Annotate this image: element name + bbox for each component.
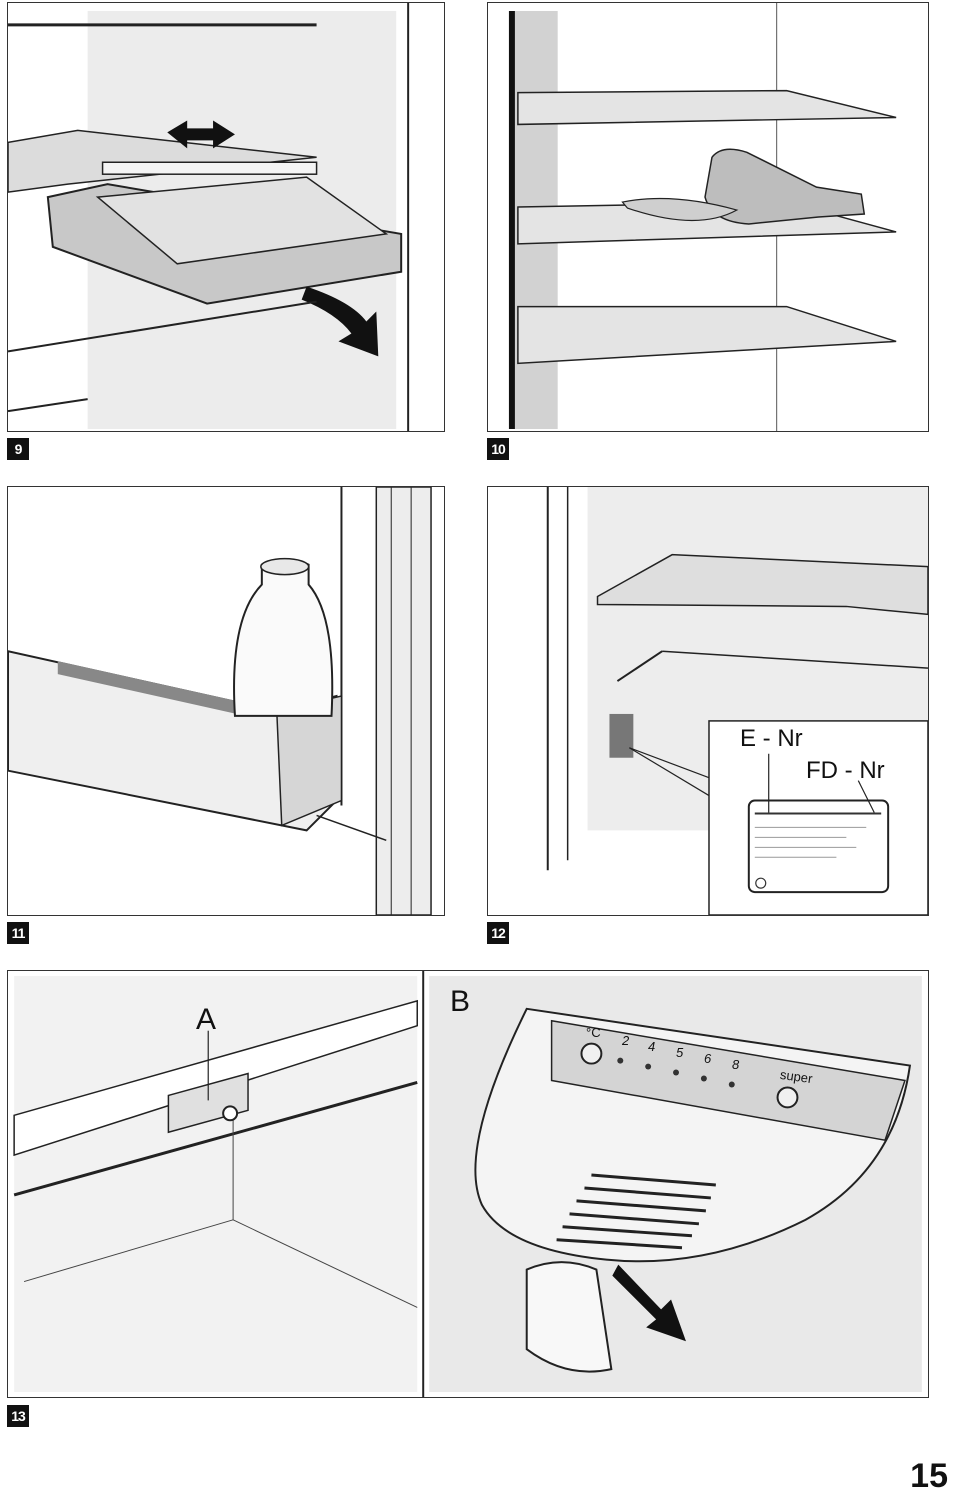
fd-nr-label: FD - Nr <box>806 757 885 784</box>
figure-12-illustration <box>546 487 928 915</box>
figure-number-12: 12 <box>487 922 509 944</box>
inner-corner-right <box>232 1219 418 1308</box>
door-bottom-line <box>316 814 387 842</box>
bottle-rack-icon <box>621 197 739 222</box>
e-nr-label: E - Nr <box>740 725 803 752</box>
bottle-cap <box>260 557 310 576</box>
super-button-icon[interactable] <box>776 1086 799 1109</box>
milk-bottle-icon <box>233 558 334 717</box>
wine-shelf-bottom <box>517 305 897 365</box>
figure-number-13: 13 <box>7 1405 29 1427</box>
plate-hole <box>755 877 767 889</box>
pull-down-arrow-icon <box>612 1264 686 1342</box>
pull-out-arrow-icon <box>301 286 379 357</box>
figure-number-10: 10 <box>487 438 509 460</box>
figure-9-panel <box>7 2 445 432</box>
setting-label-8: 8 <box>732 1057 740 1072</box>
lower-shelf-edge <box>8 300 317 353</box>
setting-label-5: 5 <box>676 1045 684 1060</box>
door-shelf-grille <box>57 661 237 714</box>
control-panel <box>550 1019 906 1142</box>
setting-label-4: 4 <box>648 1039 656 1054</box>
light-switch-housing <box>167 1072 249 1134</box>
setting-label-6: 6 <box>704 1051 712 1066</box>
top-rail <box>13 1081 418 1197</box>
figure-12-panel: E - Nr FD - Nr <box>487 486 929 916</box>
drawer-inside <box>95 176 389 265</box>
shelf-rail-back <box>662 650 928 669</box>
figure-13-illustration <box>13 971 922 1397</box>
bottom-shelf-edge <box>8 398 88 413</box>
unit-label: °C <box>586 1025 601 1040</box>
vent-grille <box>556 1173 716 1250</box>
door-seal <box>375 487 432 915</box>
figure-13-panel: A B °C 2 4 5 6 8 super <box>7 970 929 1398</box>
figure-11-illustration <box>8 487 432 915</box>
callout-line-bottom <box>629 747 710 779</box>
figure-10-panel <box>487 2 929 432</box>
wine-shelf-top <box>517 89 897 126</box>
callout-line-top <box>629 747 710 797</box>
rating-plate-icon <box>747 799 890 894</box>
indicator-led-8 <box>728 1081 735 1088</box>
indicator-led-4 <box>645 1063 652 1070</box>
page-number: 15 <box>910 1457 948 1495</box>
figure-number-11: 11 <box>7 922 29 944</box>
door-switch-icon <box>222 1105 239 1122</box>
slide-arrows-icon <box>167 120 235 149</box>
figure-10-illustration <box>508 3 897 431</box>
glass-shelf <box>596 553 928 616</box>
rating-plate-location <box>609 713 634 758</box>
shelf-rail-left <box>616 650 663 682</box>
figure-9-illustration <box>8 3 410 431</box>
hand-icon <box>525 1261 613 1373</box>
shelf-front-trim <box>101 161 318 175</box>
fd-nr-pointer <box>857 780 875 813</box>
temperature-button-icon[interactable] <box>580 1042 603 1065</box>
setting-label-2: 2 <box>622 1033 630 1048</box>
indicator-led-5 <box>673 1069 680 1076</box>
label-b: B <box>450 985 471 1018</box>
inner-corner-left <box>23 1219 234 1283</box>
figure-11-panel <box>7 486 445 916</box>
label-a: A <box>196 1003 217 1036</box>
indicator-led-2 <box>617 1057 624 1064</box>
figure-number-9: 9 <box>7 438 29 460</box>
indicator-led-6 <box>700 1075 707 1082</box>
ceiling-trim <box>13 999 418 1157</box>
